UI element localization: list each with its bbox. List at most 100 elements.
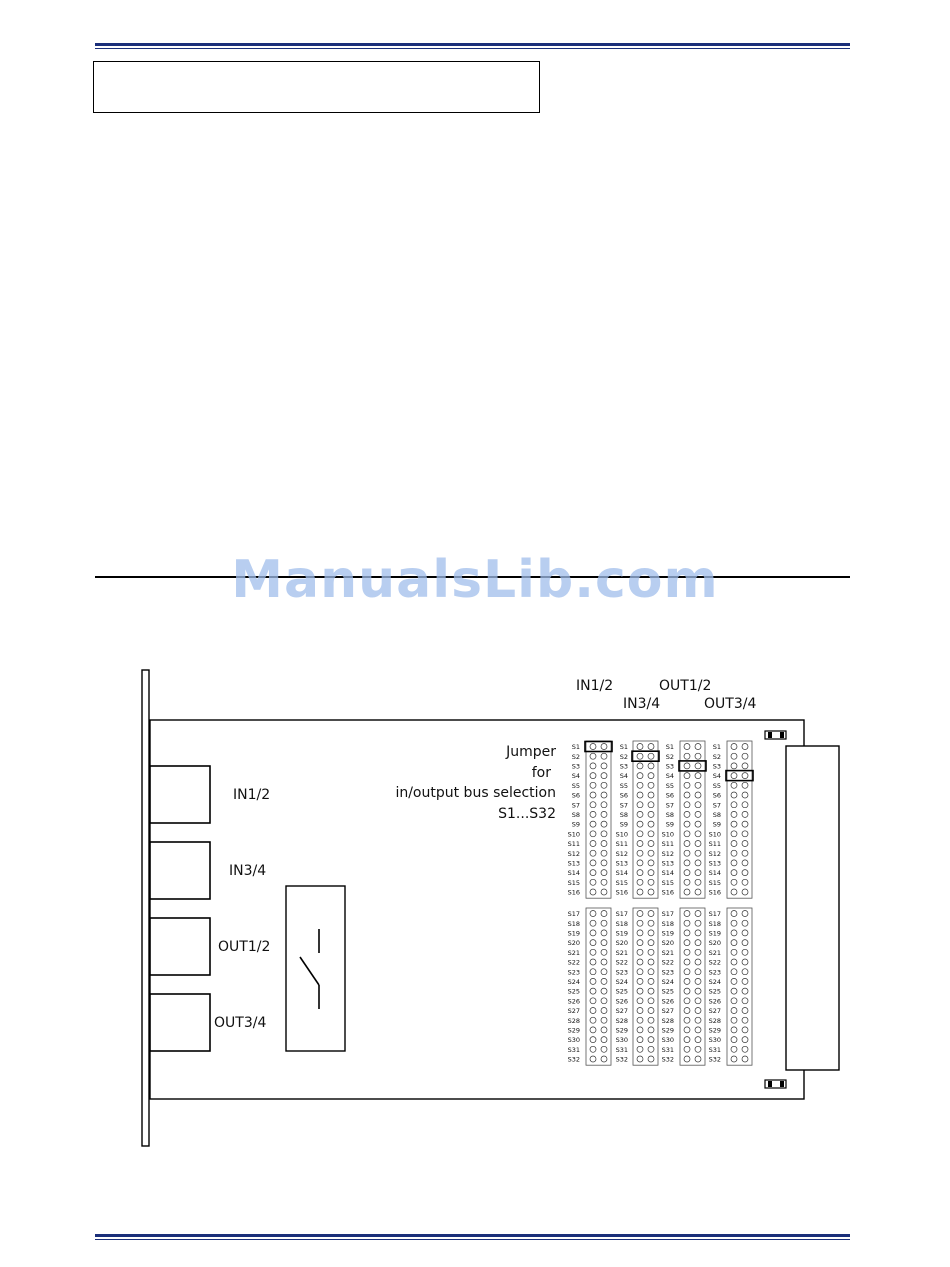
jumper-row-label: S19 (568, 930, 580, 938)
jumper-pin (730, 743, 738, 750)
jumper-pin (600, 830, 608, 838)
jumper-pin (636, 958, 644, 966)
jumper-pin (636, 919, 644, 927)
jumper-row-label: S30 (616, 1036, 628, 1044)
jumper-pin (589, 948, 597, 956)
jumper-pin (636, 929, 644, 937)
jumper-pin (600, 929, 608, 937)
jumper-row-label: S8 (713, 811, 721, 819)
jumper-pin (730, 978, 738, 985)
jumper-row-label: S24 (709, 978, 721, 986)
bottom-rule (95, 1234, 850, 1240)
jumper-row-label: S21 (616, 949, 628, 957)
jumper-pin (741, 939, 749, 946)
jumper-row-label: S14 (709, 869, 721, 877)
jumper-pin (741, 948, 749, 956)
jumper-row-label: S23 (709, 968, 721, 976)
jumper-pin (694, 1036, 702, 1043)
jumper-pin (730, 968, 738, 976)
jumper-pin (741, 752, 749, 760)
jumper-pin (589, 1055, 597, 1063)
jumper-row-label: S26 (616, 997, 628, 1005)
jumper-pin (730, 997, 738, 1005)
jumper-pin (694, 781, 702, 789)
jumper-pin (741, 859, 749, 867)
jumper-row-label: S12 (616, 850, 628, 858)
placed-jumper-1 (631, 750, 660, 763)
jumper-pin (741, 801, 749, 809)
jumper-pin (589, 859, 597, 867)
jumper-pin (683, 752, 691, 760)
jumper-row-label: S28 (616, 1017, 628, 1025)
jumper-pin (636, 801, 644, 809)
jumper-pin (683, 919, 691, 927)
jumper-pin (600, 987, 608, 995)
jumper-row-label: S12 (662, 850, 674, 858)
jumper-row-label: S5 (666, 782, 674, 790)
jumper-row-label: S18 (568, 920, 580, 928)
jumper-row-label: S27 (616, 1007, 628, 1015)
jumper-row-label: S11 (662, 840, 674, 848)
jumper-pin (683, 1055, 691, 1063)
jumper-pin (636, 752, 644, 760)
jumper-pin (600, 772, 608, 779)
jumper-row-label: S13 (662, 860, 674, 868)
jumper-pin (600, 1026, 608, 1034)
column-header-in34: IN3/4 (623, 696, 660, 712)
jumper-pin (683, 1036, 691, 1043)
jumper-row-label: S10 (709, 830, 721, 838)
jumper-pin (694, 910, 702, 917)
jumper-row-label: S12 (568, 850, 580, 858)
jumper-pin (741, 762, 749, 770)
jumper-pin (647, 762, 655, 770)
jumper-pin (647, 878, 655, 886)
jumper-pin (683, 801, 691, 809)
edge-connector (785, 745, 840, 1071)
jumper-pin (730, 830, 738, 838)
jumper-block-2-1 (679, 907, 706, 1066)
jumper-pin (730, 801, 738, 809)
jumper-pin (589, 929, 597, 937)
jumper-pin (730, 791, 738, 799)
jumper-pin (600, 939, 608, 946)
jumper-row-label: S21 (568, 949, 580, 957)
jumper-pin (683, 878, 691, 886)
jumper-pin (589, 752, 597, 760)
jumper-pin (683, 939, 691, 946)
jumper-row-label: S7 (713, 801, 721, 809)
jumper-row-label: S27 (568, 1007, 580, 1015)
jumper-row-label: S24 (568, 978, 580, 986)
jumper-row-label: S30 (709, 1036, 721, 1044)
jumper-pin (600, 948, 608, 956)
jumper-row-label: S29 (616, 1027, 628, 1035)
jumper-pin (647, 840, 655, 847)
jumper-pin (636, 948, 644, 956)
jumper-pin (647, 1036, 655, 1043)
jumper-pin (600, 997, 608, 1005)
jumper-pin (589, 820, 597, 828)
jumper-row-label: S9 (620, 821, 628, 829)
jumper-row-label: S23 (616, 968, 628, 976)
jumper-pin (647, 1055, 655, 1063)
jumper-pin (636, 791, 644, 799)
jumper-pin (647, 888, 655, 896)
jumper-pin (600, 840, 608, 847)
jumper-pin (589, 781, 597, 789)
jumper-pin (600, 762, 608, 770)
jumper-block-3-1 (726, 907, 753, 1066)
jumper-row-label: S3 (620, 763, 628, 771)
jumper-pin (694, 762, 702, 770)
jumper-row-label: S3 (572, 763, 580, 771)
jumper-pin (694, 888, 702, 896)
jumper-pin (589, 840, 597, 847)
jumper-row-label: S23 (662, 968, 674, 976)
jumper-pin (647, 948, 655, 956)
jumper-pin (694, 849, 702, 857)
jumper-block-1-1 (632, 907, 659, 1066)
jumper-row-label: S26 (709, 997, 721, 1005)
jumper-row-label: S25 (709, 988, 721, 996)
jumper-row-label: S25 (616, 988, 628, 996)
jumper-row-label: S19 (616, 930, 628, 938)
jumper-pin (600, 978, 608, 985)
jumper-pin (636, 781, 644, 789)
